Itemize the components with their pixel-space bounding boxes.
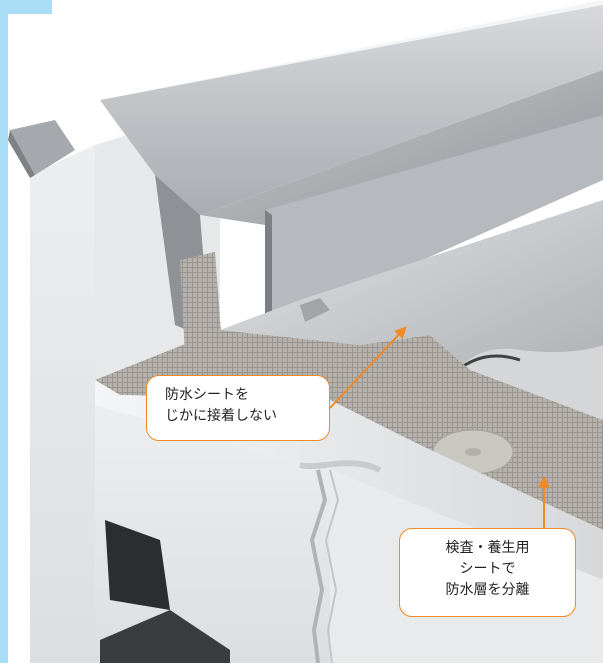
counter-flashing-face bbox=[265, 115, 603, 330]
membrane-peeled-edge bbox=[455, 345, 603, 420]
callout-left-line-1: 防水シートを bbox=[165, 387, 249, 403]
mesh-insulation-column bbox=[180, 252, 222, 355]
callout-left-line-2: じかに接着しない bbox=[165, 408, 277, 424]
cap-flashing-left-edge bbox=[8, 130, 35, 178]
callout-right-line-2: シートで bbox=[459, 561, 516, 577]
callout-right-line-3: 防水層を分離 bbox=[445, 582, 530, 598]
corner-accent-block bbox=[0, 0, 52, 14]
metal-cap-top bbox=[100, 5, 603, 215]
metal-cap-front-face bbox=[200, 70, 603, 225]
waterproof-membrane bbox=[220, 200, 603, 380]
membrane-fold bbox=[300, 298, 330, 322]
structure-shadow-lower bbox=[100, 610, 230, 663]
parapet-foam-front bbox=[30, 145, 95, 663]
foam-joint bbox=[309, 469, 328, 664]
callout-inspection-sheet: 検査・養生用 シートで 防水層を分離 bbox=[399, 528, 576, 617]
callout-no-direct-adhesion: 防水シートを じかに接着しない bbox=[146, 375, 330, 441]
fastener-center bbox=[465, 448, 481, 456]
foam-joint-edge bbox=[324, 469, 340, 664]
foam-crack-top bbox=[299, 460, 382, 473]
callout-right-line-1: 検査・養生用 bbox=[445, 540, 530, 556]
counter-flashing-edge bbox=[265, 210, 272, 332]
side-accent-strip bbox=[0, 0, 8, 663]
arrow-up-right-icon bbox=[329, 326, 407, 409]
structure-shadow-upper bbox=[105, 520, 170, 610]
cap-flashing-left bbox=[10, 120, 75, 175]
